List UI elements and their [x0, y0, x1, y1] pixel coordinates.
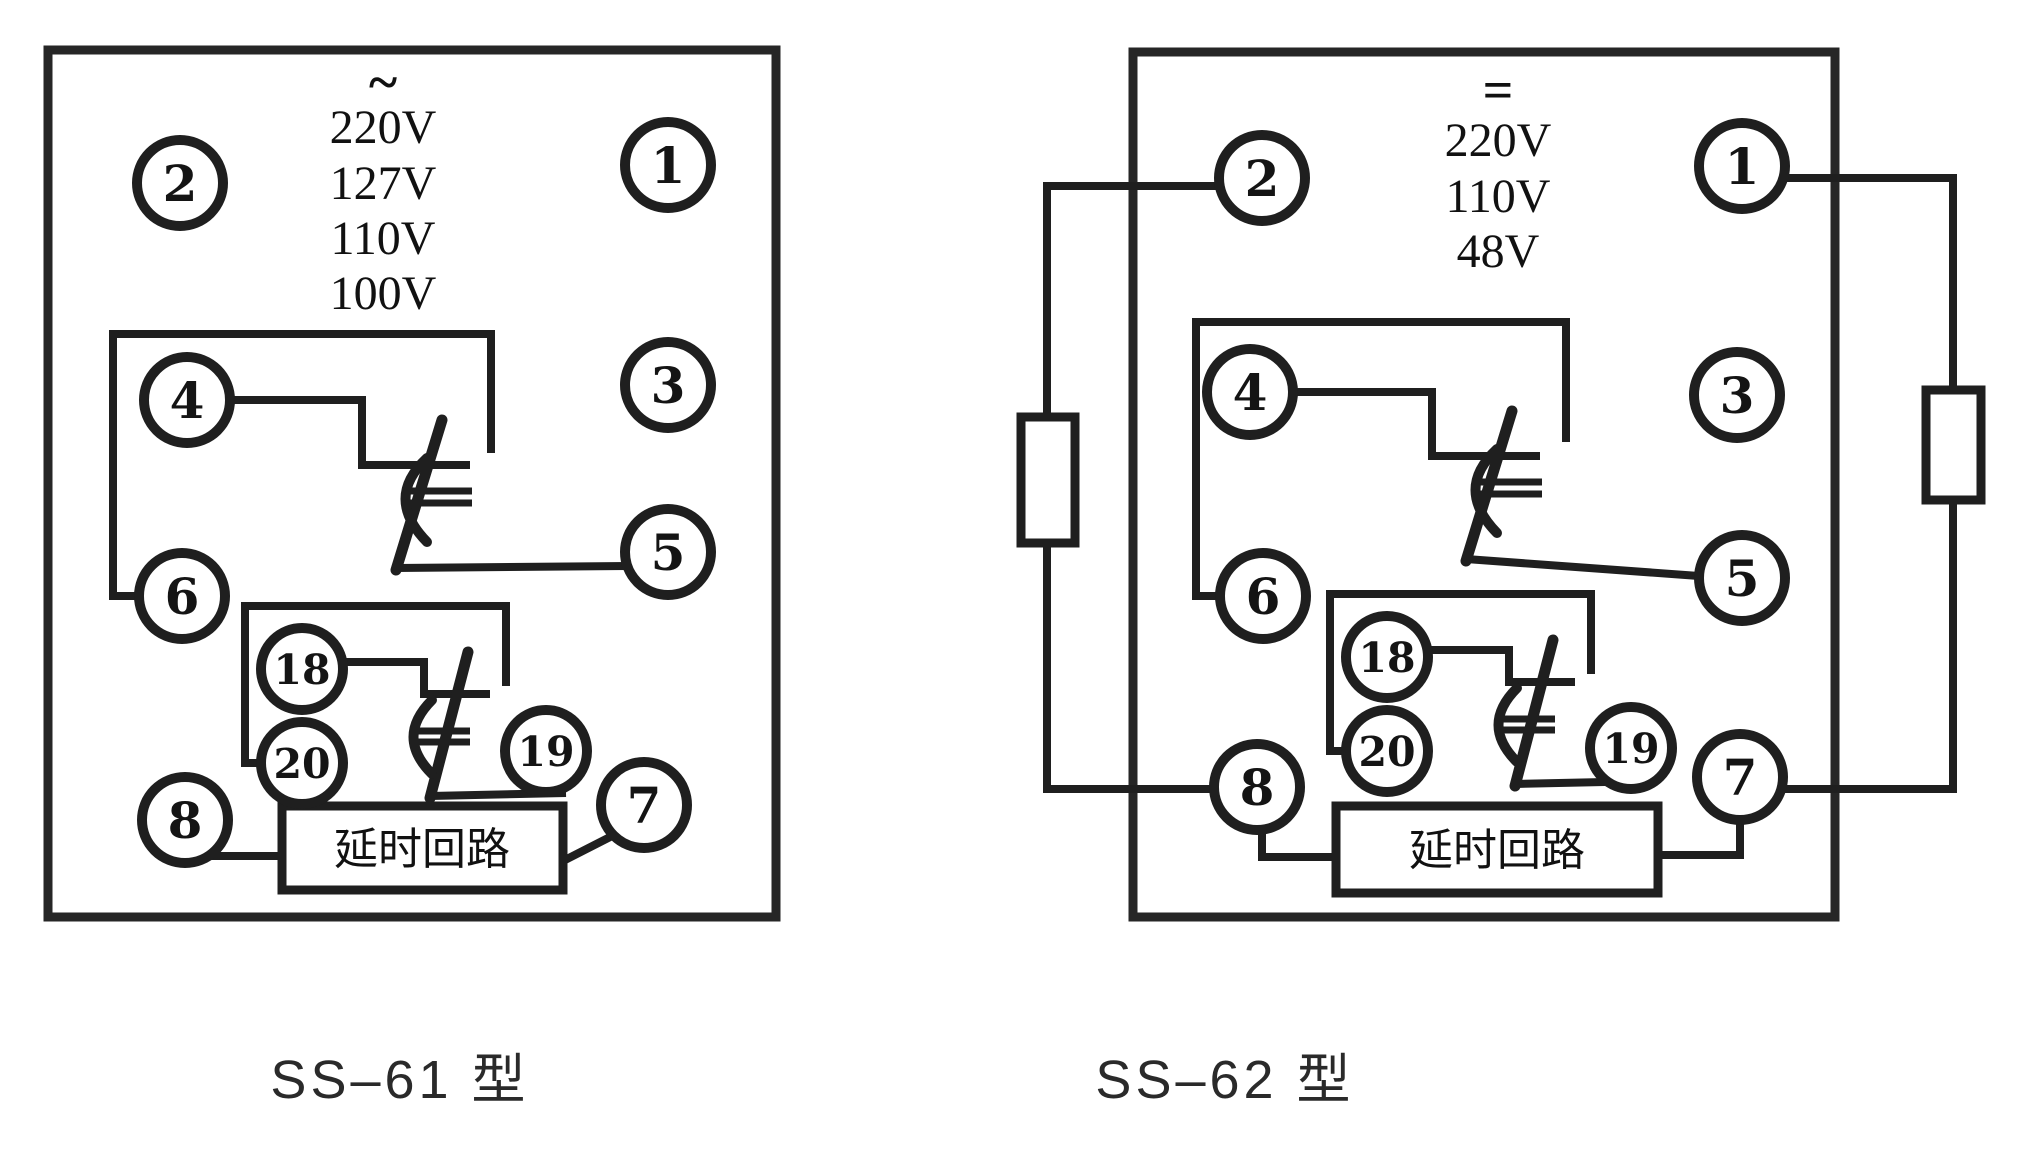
ss62-case-outline [1128, 47, 1840, 922]
ss61-supply-symbol: ~ [369, 52, 397, 112]
ss62-right-resistor [1921, 385, 1986, 505]
ss62-delay-contact-2 [1493, 634, 1559, 792]
contact-blade [390, 414, 448, 576]
ss61-terminal-1: 1 [620, 117, 716, 213]
ss61-terminal-4: 4 [139, 352, 235, 448]
ss61-case-outline [43, 45, 781, 922]
ss61-contact1-to-terminal5-wire [395, 562, 629, 572]
ss61-terminal-8: 8 [137, 772, 233, 868]
ss61-contact2-bracket-wire [241, 602, 510, 767]
ss62-terminal7-to-delaybox-wire [1658, 820, 1744, 859]
svg-text:1: 1 [1725, 137, 1760, 196]
ss62-delay-circuit-label: 延时回路 [1409, 826, 1585, 875]
ss62-terminal-8: 8 [1209, 739, 1305, 835]
ss62-terminal-3: 3 [1689, 347, 1785, 443]
ss61-terminal-5: 5 [620, 504, 716, 600]
ss61-voltage-127: 127V [330, 157, 437, 210]
delay-arrow-icon [1493, 683, 1522, 767]
svg-text:18: 18 [273, 646, 330, 694]
ss62-terminal-7: 7 [1692, 729, 1788, 825]
svg-text:19: 19 [1602, 725, 1659, 773]
ss61-terminal-19: 19 [500, 705, 592, 797]
ss61-delay-contact-1 [390, 414, 472, 576]
ss61-terminal7-to-delaybox-wire [561, 831, 616, 865]
ss62-ext-wire-terminal2-down [1043, 182, 1219, 417]
ss62-ext-wire-to-terminal8 [1043, 543, 1214, 793]
ss62-contact1-bracket-wire [1192, 318, 1570, 600]
ss61-delay-circuit-label: 延时回路 [334, 825, 510, 874]
ss61-voltage-100: 100V [330, 267, 437, 320]
ss62-terminal-2: 2 [1214, 130, 1310, 226]
ss61-terminal-3: 3 [620, 337, 716, 433]
delay-arrow-icon [408, 695, 437, 779]
contact-blade [1460, 405, 1518, 567]
ss62-delay-contact-1 [1460, 405, 1542, 567]
svg-text:4: 4 [170, 371, 205, 430]
svg-text:5: 5 [651, 523, 686, 582]
svg-text:7: 7 [627, 776, 662, 835]
svg-text:3: 3 [1720, 366, 1755, 425]
ss62-ext-wire-terminal1-down [1784, 174, 1957, 390]
svg-text:6: 6 [1246, 567, 1281, 626]
ss62-terminal-5: 5 [1694, 530, 1790, 626]
ss62-ext-wire-to-terminal7 [1781, 500, 1957, 793]
ss62-terminal8-to-delaybox-wire [1258, 830, 1336, 861]
svg-text:1: 1 [651, 136, 686, 195]
ss61-terminal-18: 18 [256, 623, 348, 715]
ss61-contact1-bracket-wire [109, 330, 495, 600]
svg-text:6: 6 [165, 567, 200, 626]
svg-text:2: 2 [1245, 149, 1280, 208]
ss62-terminal-6: 6 [1215, 548, 1311, 644]
svg-text:8: 8 [168, 791, 203, 850]
ss61-diagram: ~ 220V 127V 110V 100V 延时回路 [43, 45, 781, 1110]
svg-text:19: 19 [517, 728, 574, 776]
ss61-terminal-20: 20 [256, 717, 348, 809]
ss61-voltage-220: 220V [330, 101, 437, 154]
svg-text:5: 5 [1725, 549, 1760, 608]
ss62-voltage-110: 110V [1446, 170, 1551, 223]
delay-arrow-icon [1470, 444, 1502, 538]
svg-text:3: 3 [651, 356, 686, 415]
ss61-delay-circuit-box [277, 801, 568, 895]
ss62-contact2-bracket-wire [1326, 590, 1595, 755]
ss62-terminal-20: 20 [1341, 705, 1433, 797]
ss61-terminal-7: 7 [596, 757, 692, 853]
ss62-terminal-18: 18 [1341, 611, 1433, 703]
ss62-left-resistor [1016, 412, 1080, 548]
ss62-diagram: = 220V 110V 48V [1016, 47, 1986, 1110]
ss62-terminal-4: 4 [1202, 344, 1298, 440]
ss62-terminal-19: 19 [1585, 702, 1677, 794]
svg-text:18: 18 [1358, 634, 1415, 682]
ss62-supply-symbol: = [1483, 60, 1514, 120]
ss62-delay-circuit-box [1331, 801, 1663, 898]
ss62-contact1-to-terminal5-wire [1465, 555, 1700, 580]
ss62-terminal-1: 1 [1694, 118, 1790, 214]
ss61-terminal-6: 6 [134, 548, 230, 644]
svg-text:4: 4 [1233, 363, 1268, 422]
ss61-voltage-110: 110V [331, 212, 436, 265]
delay-arrow-icon [400, 453, 432, 547]
svg-text:20: 20 [273, 740, 330, 788]
ss61-terminal-2: 2 [132, 135, 228, 231]
ss61-caption: SS–61 型 [270, 1050, 529, 1110]
ss62-voltage-220: 220V [1445, 114, 1552, 167]
svg-text:8: 8 [1240, 758, 1275, 817]
svg-text:2: 2 [163, 154, 198, 213]
ss62-caption: SS–62 型 [1095, 1050, 1354, 1110]
ss62-voltage-48: 48V [1457, 225, 1540, 278]
svg-text:7: 7 [1723, 748, 1758, 807]
ss61-delay-contact-2 [408, 646, 474, 804]
svg-text:20: 20 [1358, 728, 1415, 776]
